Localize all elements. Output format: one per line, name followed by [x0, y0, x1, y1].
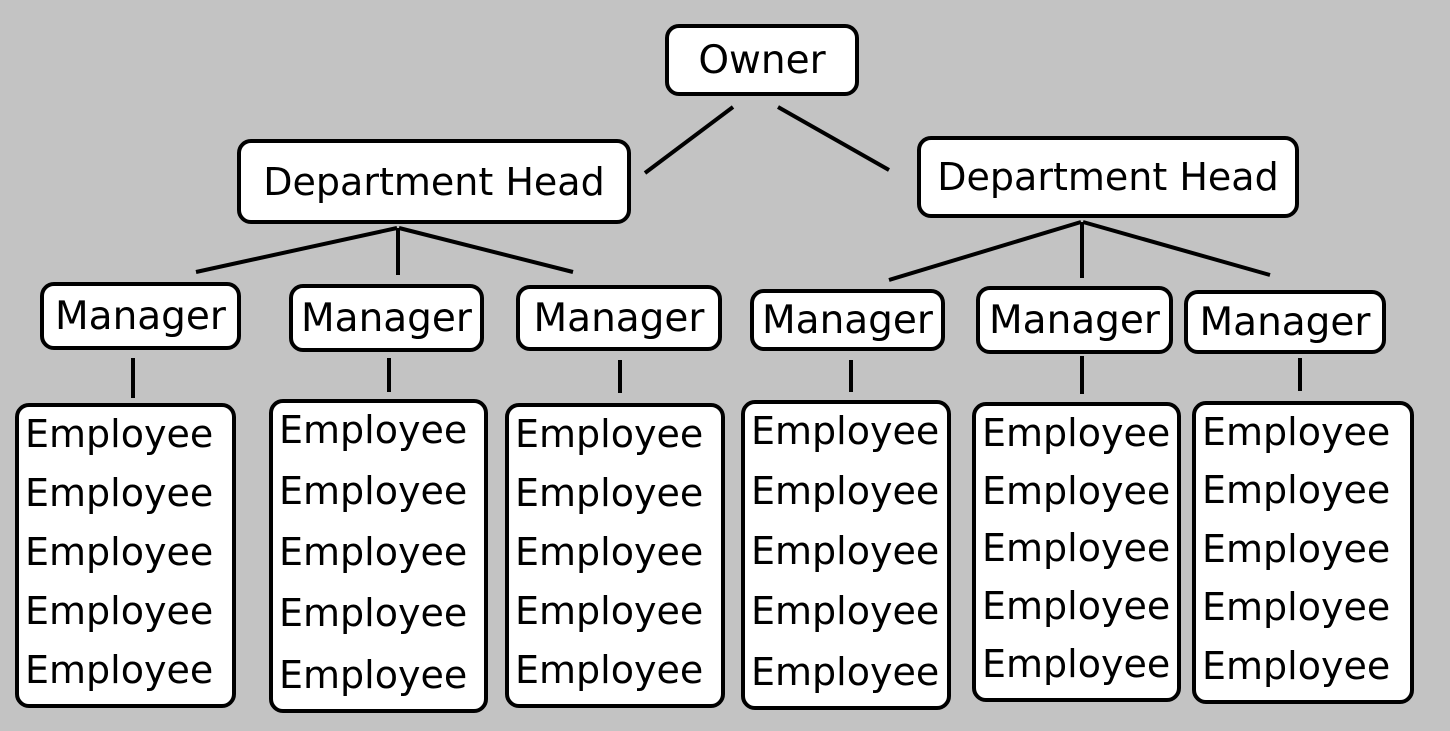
- employee-item: Employee: [279, 408, 468, 452]
- employee-item: Employee: [982, 411, 1171, 455]
- employee-item: Employee: [751, 529, 940, 574]
- manager-label: Manager: [533, 295, 705, 341]
- employee-item: Employee: [1202, 526, 1391, 571]
- employee-item: Employee: [1202, 410, 1391, 454]
- manager-box-2: Manager: [289, 284, 484, 352]
- employee-item: Employee: [982, 468, 1171, 513]
- employee-item: Employee: [982, 641, 1171, 686]
- employee-item: Employee: [25, 412, 214, 456]
- employee-item: Employee: [25, 470, 214, 515]
- department-head-box-1: Department Head: [237, 139, 631, 224]
- manager-label: Manager: [1199, 299, 1371, 345]
- manager-box-5: Manager: [976, 286, 1173, 354]
- employee-list-box-3: Employee Employee Employee Employee Empl…: [505, 403, 725, 708]
- owner-label: Owner: [698, 37, 826, 83]
- manager-box-4: Manager: [750, 289, 945, 351]
- connector-dept-1-mgr-1: [195, 226, 398, 274]
- employee-item: Employee: [751, 469, 940, 514]
- employee-list-box-4: Employee Employee Employee Employee Empl…: [741, 400, 951, 710]
- employee-item: Employee: [279, 591, 468, 636]
- employee-list-box-6: Employee Employee Employee Employee Empl…: [1192, 401, 1414, 704]
- manager-label: Manager: [55, 293, 226, 339]
- employee-item: Employee: [515, 412, 704, 456]
- manager-box-6: Manager: [1184, 290, 1386, 354]
- employee-item: Employee: [279, 469, 468, 514]
- employee-list-box-5: Employee Employee Employee Employee Empl…: [972, 402, 1181, 702]
- employee-item: Employee: [25, 647, 214, 692]
- employee-list-box-1: Employee Employee Employee Employee Empl…: [15, 403, 236, 708]
- employee-item: Employee: [1202, 585, 1391, 630]
- employee-list-box-2: Employee Employee Employee Employee Empl…: [269, 399, 488, 713]
- employee-item: Employee: [1202, 468, 1391, 513]
- employee-item: Employee: [751, 409, 940, 453]
- connector-dept-1-mgr-3: [398, 226, 574, 274]
- employee-item: Employee: [279, 530, 468, 575]
- connector-owner-dept-2: [777, 105, 890, 172]
- employee-item: Employee: [1202, 643, 1391, 688]
- employee-item: Employee: [982, 583, 1171, 628]
- department-head-box-2: Department Head: [917, 136, 1299, 218]
- manager-box-1: Manager: [40, 282, 241, 350]
- connector-owner-dept-1: [643, 105, 735, 175]
- employee-item: Employee: [515, 647, 704, 692]
- employee-item: Employee: [25, 529, 214, 574]
- manager-box-3: Manager: [516, 285, 722, 351]
- owner-box: Owner: [665, 24, 859, 96]
- manager-label: Manager: [989, 297, 1160, 343]
- employee-item: Employee: [515, 470, 704, 515]
- connector-dept-2-mgr-3: [1082, 220, 1271, 277]
- employee-item: Employee: [982, 526, 1171, 571]
- manager-label: Manager: [762, 297, 933, 343]
- department-head-label: Department Head: [263, 159, 605, 204]
- connector-dept-2-mgr-1: [888, 220, 1082, 282]
- manager-label: Manager: [301, 295, 472, 341]
- employee-item: Employee: [279, 652, 468, 697]
- employee-item: Employee: [751, 649, 940, 694]
- employee-item: Employee: [25, 588, 214, 633]
- employee-item: Employee: [515, 588, 704, 633]
- employee-item: Employee: [515, 529, 704, 574]
- employee-item: Employee: [751, 589, 940, 634]
- department-head-label: Department Head: [937, 155, 1279, 199]
